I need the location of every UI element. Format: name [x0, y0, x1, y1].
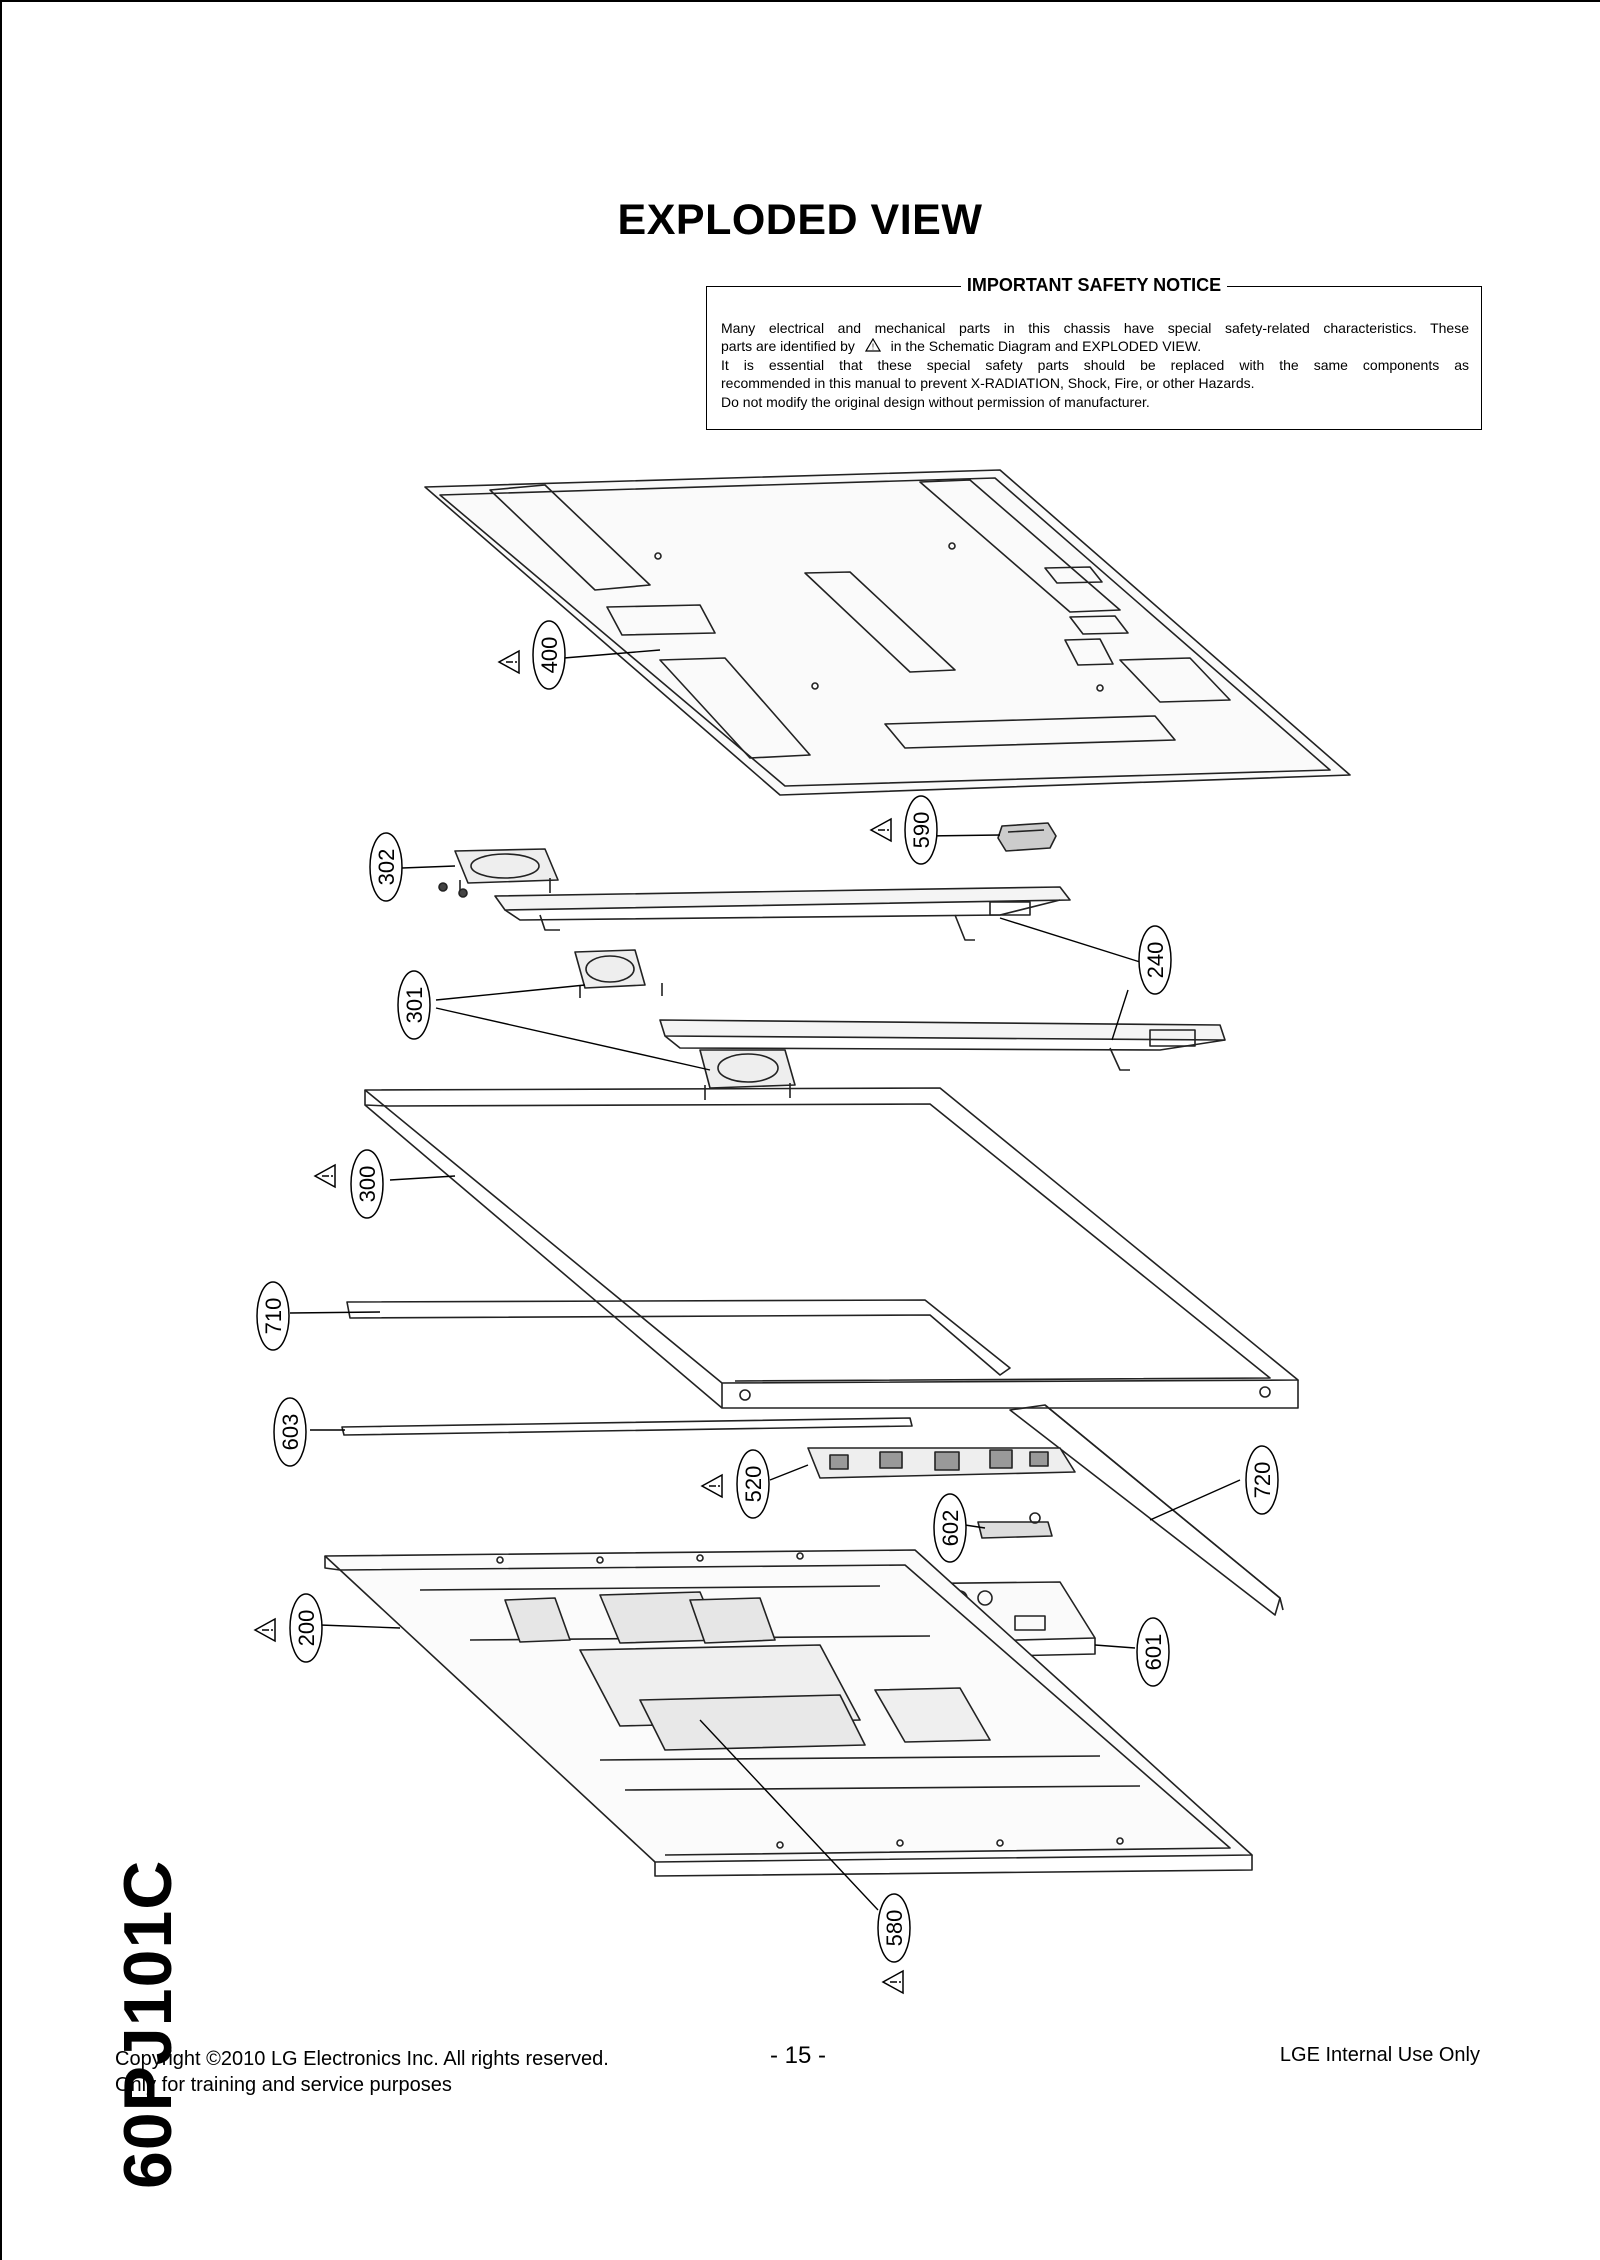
back-cover-part [424, 469, 1351, 796]
callout-label-240: 240 [1143, 942, 1168, 979]
fan-302 [438, 848, 559, 898]
callout-label-602: 602 [938, 1510, 963, 1547]
chassis-base-200 [324, 1549, 1253, 1877]
callout-240: 240 [1138, 925, 1172, 995]
part-590 [997, 822, 1057, 852]
safety-notice-text: Many electrical and mechanical parts in … [721, 319, 1469, 411]
callout-400: 400 [532, 620, 566, 690]
purpose-text: Only for training and service purposes [115, 2074, 452, 2096]
board-602 [977, 1512, 1053, 1539]
footer-copyright: Copyright ©2010 LG Electronics Inc. All … [115, 2046, 609, 2098]
callout-200: 200 [289, 1593, 323, 1663]
model-number: 60PJ101C [110, 1859, 186, 2189]
callout-label-520: 520 [741, 1466, 766, 1503]
callout-302: 302 [369, 832, 403, 902]
page-number: - 15 - [770, 2042, 827, 2069]
notice-line-4: recommended in this manual to prevent X-… [721, 375, 1255, 392]
svg-text:!: ! [872, 343, 874, 352]
warning-triangle-icon [314, 1164, 336, 1188]
internal-use-label: LGE Internal Use Only [1279, 2044, 1480, 2066]
callout-label-580: 580 [882, 1910, 907, 1947]
callout-label-590: 590 [909, 812, 934, 849]
callout-label-300: 300 [355, 1166, 380, 1203]
bracket-240-upper [494, 886, 1071, 941]
safety-notice-heading: IMPORTANT SAFETY NOTICE [960, 275, 1228, 295]
warning-triangle-icon [254, 1618, 276, 1642]
callout-301: 301 [397, 970, 431, 1040]
callout-720: 720 [1245, 1445, 1279, 1515]
callout-602: 602 [933, 1493, 967, 1563]
callout-601: 601 [1136, 1617, 1170, 1687]
notice-line-1: Many electrical and mechanical parts in … [721, 320, 1469, 336]
callout-label-601: 601 [1141, 1634, 1166, 1671]
callout-603: 603 [273, 1397, 307, 1467]
warning-triangle-icon [882, 1970, 904, 1994]
fan-301-a [574, 949, 663, 998]
warning-triangle-icon [498, 650, 520, 674]
callout-label-400: 400 [537, 637, 562, 674]
fan-301-b [699, 1049, 796, 1100]
callout-label-200: 200 [294, 1610, 319, 1647]
board-520 [807, 1447, 1076, 1479]
copyright-text: Copyright ©2010 LG Electronics Inc. All … [115, 2048, 609, 2070]
bracket-240-lower [659, 1019, 1226, 1071]
frame-300 [364, 1087, 1299, 1409]
callout-label-301: 301 [402, 987, 427, 1024]
notice-line-3: It is essential that these special safet… [721, 356, 1469, 373]
warning-triangle-icon: ! [864, 338, 881, 353]
rail-720 [1009, 1404, 1284, 1616]
callout-590: 590 [904, 795, 938, 865]
exploded-view-diagram: 400 590 302 240 301 300 710 603 520 720 [254, 469, 1351, 1994]
page-title: EXPLODED VIEW [617, 196, 983, 244]
notice-line-2: parts are identified by ! in the Schemat… [721, 338, 1202, 355]
callout-300: 300 [350, 1149, 384, 1219]
notice-line-5: Do not modify the original design withou… [721, 393, 1150, 410]
warning-triangle-icon [870, 818, 892, 842]
safety-notice-box: IMPORTANT SAFETY NOTICE Many electrical … [706, 275, 1482, 430]
callout-580: 580 [877, 1893, 911, 1963]
callout-label-710: 710 [261, 1298, 286, 1335]
callout-label-603: 603 [278, 1414, 303, 1451]
callout-710: 710 [256, 1281, 290, 1351]
strip-603 [341, 1417, 913, 1436]
warning-triangle-icon [701, 1474, 723, 1498]
rail-710 [346, 1299, 1011, 1376]
callout-label-302: 302 [374, 849, 399, 886]
callout-label-720: 720 [1250, 1462, 1275, 1499]
callout-520: 520 [736, 1449, 770, 1519]
